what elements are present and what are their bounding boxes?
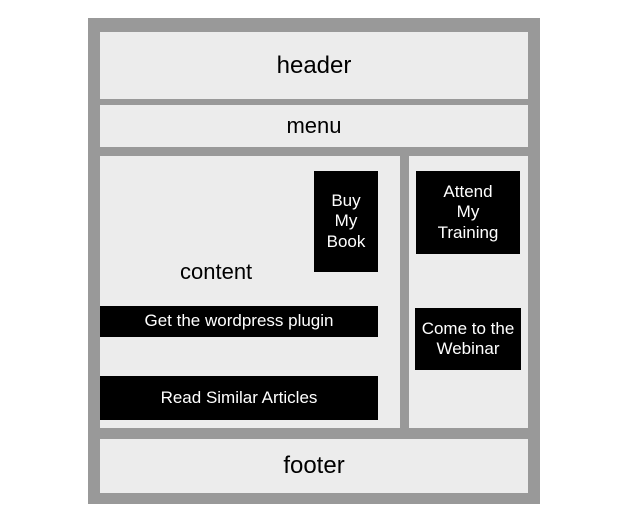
content-region: content Buy My Book Get the wordpress pl… [100,156,400,428]
cta-come-to-the-webinar-text: Come to the Webinar [422,319,515,359]
content-label: content [180,259,253,284]
sidebar-region: Attend My Training Come to the Webinar [409,156,528,428]
cta-get-wordpress-plugin[interactable]: Get the wordpress plugin [100,306,378,337]
footer-region: footer [100,439,528,493]
cta-attend-my-training[interactable]: Attend My Training [416,171,520,254]
cta-buy-my-book[interactable]: Buy My Book [314,171,378,272]
cta-attend-my-training-line1: Attend [443,182,493,202]
cta-attend-my-training-line2: My [456,202,480,222]
cta-read-similar-articles[interactable]: Read Similar Articles [100,376,378,420]
middle-row: content Buy My Book Get the wordpress pl… [100,156,528,428]
menu-label: menu [286,113,342,138]
cta-buy-my-book-line3: Book [326,231,366,251]
cta-attend-my-training-text: Attend My Training [438,182,499,242]
cta-come-to-the-webinar-line2: Webinar [436,339,500,358]
menu-region[interactable]: menu [100,105,528,147]
wireframe-frame: header menu content Buy My Book Get the … [88,18,540,504]
header-label: header [276,51,352,79]
cta-buy-my-book-line1: Buy [331,191,361,211]
header-region: header [100,32,528,99]
cta-come-to-the-webinar[interactable]: Come to the Webinar [415,308,521,370]
cta-come-to-the-webinar-line1: Come to the [421,318,515,338]
footer-label: footer [283,452,345,479]
cta-attend-my-training-line3: Training [437,222,499,242]
cta-buy-my-book-line2: My [334,211,358,231]
cta-buy-my-book-text: Buy My Book [327,191,366,251]
